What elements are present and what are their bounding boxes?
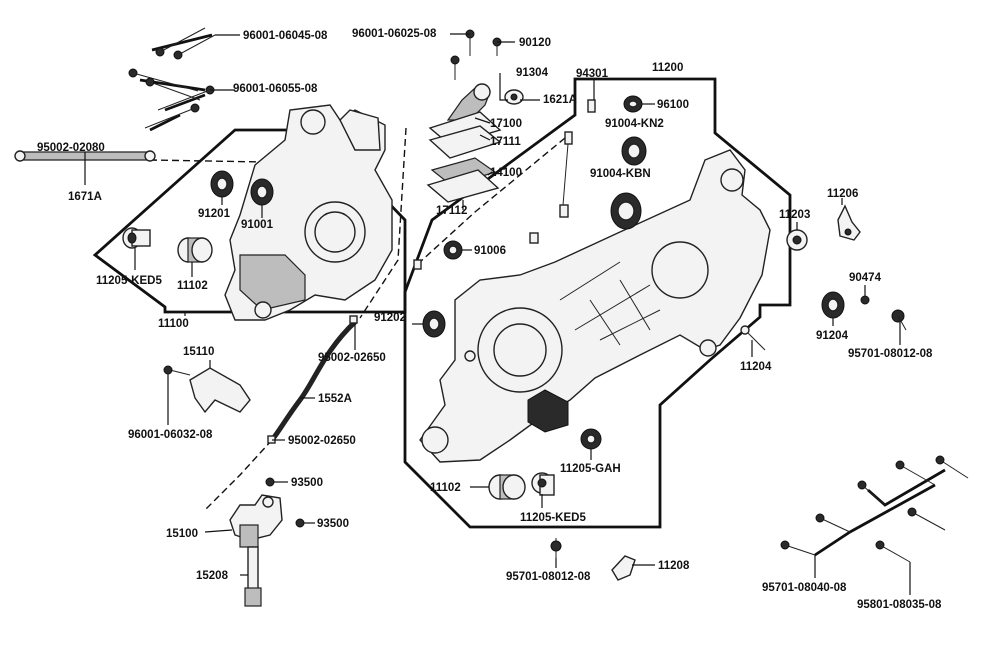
- label-90474: 90474: [849, 272, 882, 284]
- screw-93500-a: [265, 477, 275, 487]
- bushing-11205-GAH: [580, 428, 602, 450]
- bushing-11203: [786, 229, 808, 251]
- bearing-91201: [210, 170, 234, 198]
- label-95002-02650-top: 95002-02650: [318, 352, 386, 364]
- label-95701-08012-08-right: 95701-08012-08: [848, 348, 933, 360]
- bolt-95701-08040-08-set: [780, 460, 936, 556]
- clip-11208: [611, 555, 636, 581]
- bolt-96001-06025-08: [450, 29, 475, 80]
- dowel-11205-KED5-left: [122, 227, 151, 249]
- label-11200: 11200: [652, 62, 683, 74]
- label-11102-left: 11102: [177, 280, 208, 292]
- part-labels: 96001-06045-08 96001-06025-08 90120 9130…: [37, 28, 942, 611]
- label-11203: 11203: [779, 209, 810, 221]
- seal-91204: [821, 291, 845, 319]
- label-15110: 15110: [183, 346, 214, 358]
- label-17111: 17111: [490, 136, 521, 148]
- label-17100: 17100: [490, 118, 522, 130]
- label-93500-a: 93500: [291, 477, 323, 489]
- washer-90474: [860, 295, 870, 305]
- label-11102-right: 11102: [430, 482, 461, 494]
- label-14100: 14100: [490, 167, 522, 179]
- label-15100: 15100: [166, 528, 198, 540]
- group-outline-bolt-set-left: [139, 33, 213, 132]
- label-95701-08040-08: 95701-08040-08: [762, 582, 847, 594]
- crankcase-right-11200: [419, 149, 771, 463]
- label-96001-06055-08: 96001-06055-08: [233, 83, 318, 95]
- label-11204: 11204: [740, 361, 772, 373]
- dowel-94301: [413, 99, 596, 270]
- label-1671A: 1671A: [68, 191, 102, 203]
- label-96001-06045-08: 96001-06045-08: [243, 30, 328, 42]
- label-94301: 94301: [576, 68, 609, 80]
- intake-17100-stack: [426, 83, 502, 203]
- label-91001: 91001: [241, 219, 274, 231]
- label-11205-KED5-left: 11205-KED5: [96, 275, 162, 287]
- assembly-line-94301: [419, 137, 566, 263]
- bracket-15110: [163, 365, 251, 414]
- label-93500-b: 93500: [317, 518, 349, 530]
- label-95002-02080: 95002-02080: [37, 142, 105, 154]
- label-91202: 91202: [374, 312, 406, 324]
- label-1552A: 1552A: [318, 393, 352, 405]
- label-91304: 91304: [516, 67, 549, 79]
- group-outline-11200: [403, 77, 792, 529]
- label-91201: 91201: [198, 208, 231, 220]
- label-96001-06025-08: 96001-06025-08: [352, 28, 437, 40]
- seal-91001: [250, 178, 274, 206]
- label-95801-08035-08: 95801-08035-08: [857, 599, 942, 611]
- screw-90120: [492, 37, 502, 56]
- label-11205-KED5-right: 11205-KED5: [520, 512, 586, 524]
- bearing-91004-KN2: [621, 136, 647, 166]
- label-91006: 91006: [474, 245, 506, 257]
- label-1621A: 1621A: [543, 94, 577, 106]
- shaft-11204: [740, 325, 766, 351]
- hose-1552A: [270, 320, 357, 442]
- label-90120: 90120: [519, 37, 551, 49]
- seal-91202: [422, 310, 446, 338]
- screw-93500-b: [295, 518, 305, 528]
- shaft-15208: [244, 546, 262, 607]
- bolt-95801-08035-08-set: [875, 455, 969, 563]
- bushing-11102-right: [488, 474, 526, 500]
- oil-pump-15100: [229, 494, 283, 548]
- crankcase-left-11100: [224, 104, 393, 321]
- bracket-11206: [837, 204, 861, 241]
- label-11100: 11100: [158, 318, 189, 330]
- assembly-line-17100: [359, 127, 407, 319]
- bolt-95701-08012-08-bottom: [550, 538, 562, 558]
- bearing-91004-KBN: [610, 192, 642, 230]
- label-17112: 17112: [436, 205, 467, 217]
- seal-96100: [623, 95, 643, 113]
- label-11208: 11208: [658, 560, 690, 572]
- label-95701-08012-08-bottom: 95701-08012-08: [506, 571, 591, 583]
- label-15208: 15208: [196, 570, 229, 582]
- label-91004-KN2: 91004-KN2: [605, 118, 664, 130]
- seal-91006: [443, 240, 463, 260]
- label-91204: 91204: [816, 330, 849, 342]
- gasket-1621A: [504, 89, 524, 105]
- leader-lines: [84, 33, 911, 595]
- dowel-11205-KED5-right: [531, 472, 555, 496]
- bolt-96001-06045-08-set: [128, 27, 216, 101]
- label-11205-GAH: 11205-GAH: [560, 463, 621, 475]
- clamp-95002-02650-top: [349, 315, 358, 324]
- label-91004-KBN: 91004-KBN: [590, 168, 651, 180]
- bolt-95701-08012-08-right: [891, 309, 907, 331]
- label-95002-02650-bottom: 95002-02650: [288, 435, 356, 447]
- label-96001-06032-08: 96001-06032-08: [128, 429, 213, 441]
- assembly-line-15100: [204, 439, 273, 511]
- label-96100: 96100: [657, 99, 689, 111]
- label-11206: 11206: [827, 188, 858, 200]
- bushing-11102-left: [177, 237, 213, 263]
